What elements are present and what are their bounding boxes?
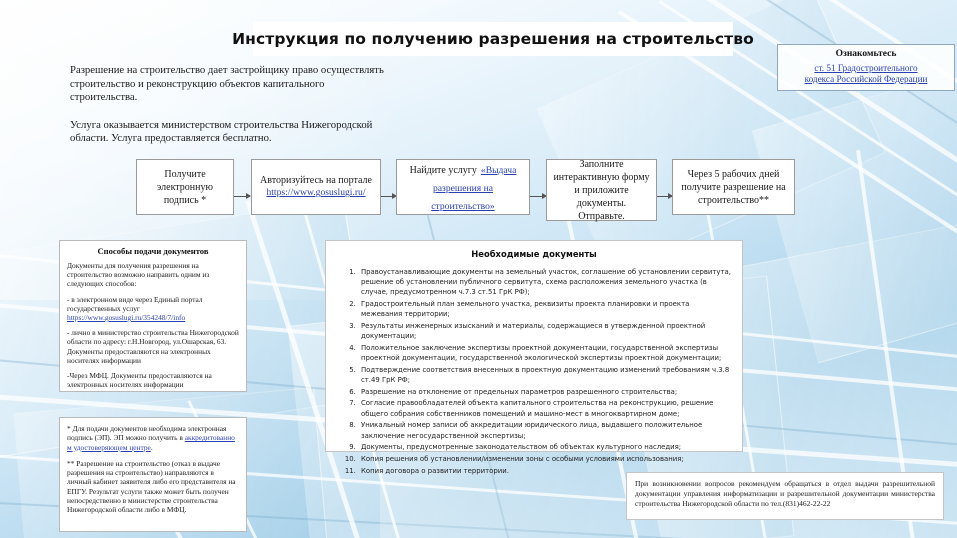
submission-methods-intro: Документы для получения разрешения на ст… [67, 261, 210, 289]
submission-method-1: - в электронном виде через Единый портал… [67, 295, 239, 323]
flow-step-3-body: Найдите услугу «Выдача разрешения на стр… [403, 160, 523, 214]
reference-box: Ознакомьтесь ст. 51 Градостроительного к… [777, 44, 955, 91]
list-item: Разрешение на отклонение от предельных п… [358, 387, 732, 397]
flow-step-4-text: Заполните интерактивную форму и приложит… [553, 158, 650, 222]
flow-step-5: Через 5 рабочих дней получите разрешение… [672, 159, 795, 215]
contact-info-panel: При возникновении вопросов рекомендуем о… [626, 472, 944, 520]
reference-link-line-2[interactable]: кодекса Российской Федерации [804, 74, 928, 84]
footnote-2: ** Разрешение на строительство (отказ в … [67, 458, 236, 515]
flow-arrow-3 [530, 193, 547, 199]
flow-step-4: Заполните интерактивную форму и приложит… [546, 158, 657, 222]
submission-methods-panel: Способы подачи документов Документы для … [59, 240, 247, 392]
flow-step-3-text: Найдите услугу [409, 165, 477, 176]
intro-text: Разрешение на строительство дает застрой… [70, 64, 390, 160]
flow-step-1: Получите электронную подпись * [136, 159, 234, 215]
submission-method-1-link[interactable]: https://www.gosuslugi.ru/354248/7/info [67, 313, 186, 323]
list-item: Документы, предусмотренные законодательс… [358, 442, 732, 452]
flow-step-3-link[interactable]: «Выдача разрешения на строительство» [431, 165, 517, 212]
intro-paragraph-1: Разрешение на строительство дает застрой… [70, 64, 384, 103]
submission-method-3: -Через МФЦ. Документы предоставляются на… [67, 371, 212, 390]
submission-method-2: - лично в министерство строительства Ниж… [67, 328, 239, 365]
list-item: Уникальный номер записи об аккредитации … [358, 420, 732, 440]
contact-text: При возникновении вопросов рекомендуем о… [635, 479, 935, 508]
flow-step-2-text: Авторизуйтесь на портале [260, 175, 372, 187]
list-item: Подтверждение соответствия внесенных в п… [358, 365, 732, 385]
list-item: Согласие правообладателей объекта капита… [358, 398, 732, 418]
list-item: Результаты инженерных изысканий и матери… [358, 321, 732, 341]
submission-method-1-text: - в электронном виде через Единый портал… [67, 294, 203, 313]
flow-step-1-text: Получите электронную подпись * [157, 168, 213, 206]
footnotes-panel: * Для подачи документов необходима элект… [59, 417, 247, 532]
flow-step-2: Авторизуйтесь на портале https://www.gos… [251, 159, 381, 215]
list-item: Копия договора о развитии территории. [358, 466, 732, 476]
list-item: Копия решения об установлении/изменении … [358, 454, 732, 464]
footnote-1: * Для подачи документов необходима элект… [67, 424, 239, 452]
required-documents-list: Правоустанавливающие документы на земель… [336, 267, 732, 476]
required-documents-panel: Необходимые документы Правоустанавливающ… [325, 240, 743, 475]
flow-arrow-4 [657, 193, 673, 199]
footnote-1-prefix: * Для подачи документов необходима элект… [67, 424, 227, 443]
submission-methods-title: Способы подачи документов [97, 246, 209, 256]
reference-link-line-1[interactable]: ст. 51 Градостроительного [814, 63, 918, 73]
list-item: Правоустанавливающие документы на земель… [358, 267, 732, 298]
flow-step-3: Найдите услугу «Выдача разрешения на стр… [396, 159, 530, 215]
flow-step-2-link[interactable]: https://www.gosuslugi.ru/ [266, 187, 366, 199]
flow-step-5-text: Через 5 рабочих дней получите разрешение… [681, 168, 786, 206]
footnote-1-link[interactable]: аккредитованном удостоверяющем центре [67, 433, 235, 452]
footnote-1-suffix: . [150, 442, 153, 452]
flow-arrow-2 [381, 193, 397, 199]
flow-arrow-1 [234, 193, 251, 199]
required-documents-title: Необходимые документы [471, 249, 597, 259]
list-item: Положительное заключение экспертизы прое… [358, 343, 732, 363]
page-title: Инструкция по получению разрешения на ст… [232, 30, 754, 48]
reference-title: Ознакомьтесь [835, 49, 897, 59]
intro-paragraph-2: Услуга оказывается министерством строите… [70, 118, 373, 145]
list-item: Градостроительный план земельного участк… [358, 299, 732, 319]
page-title-bar: Инструкция по получению разрешения на ст… [232, 22, 754, 56]
